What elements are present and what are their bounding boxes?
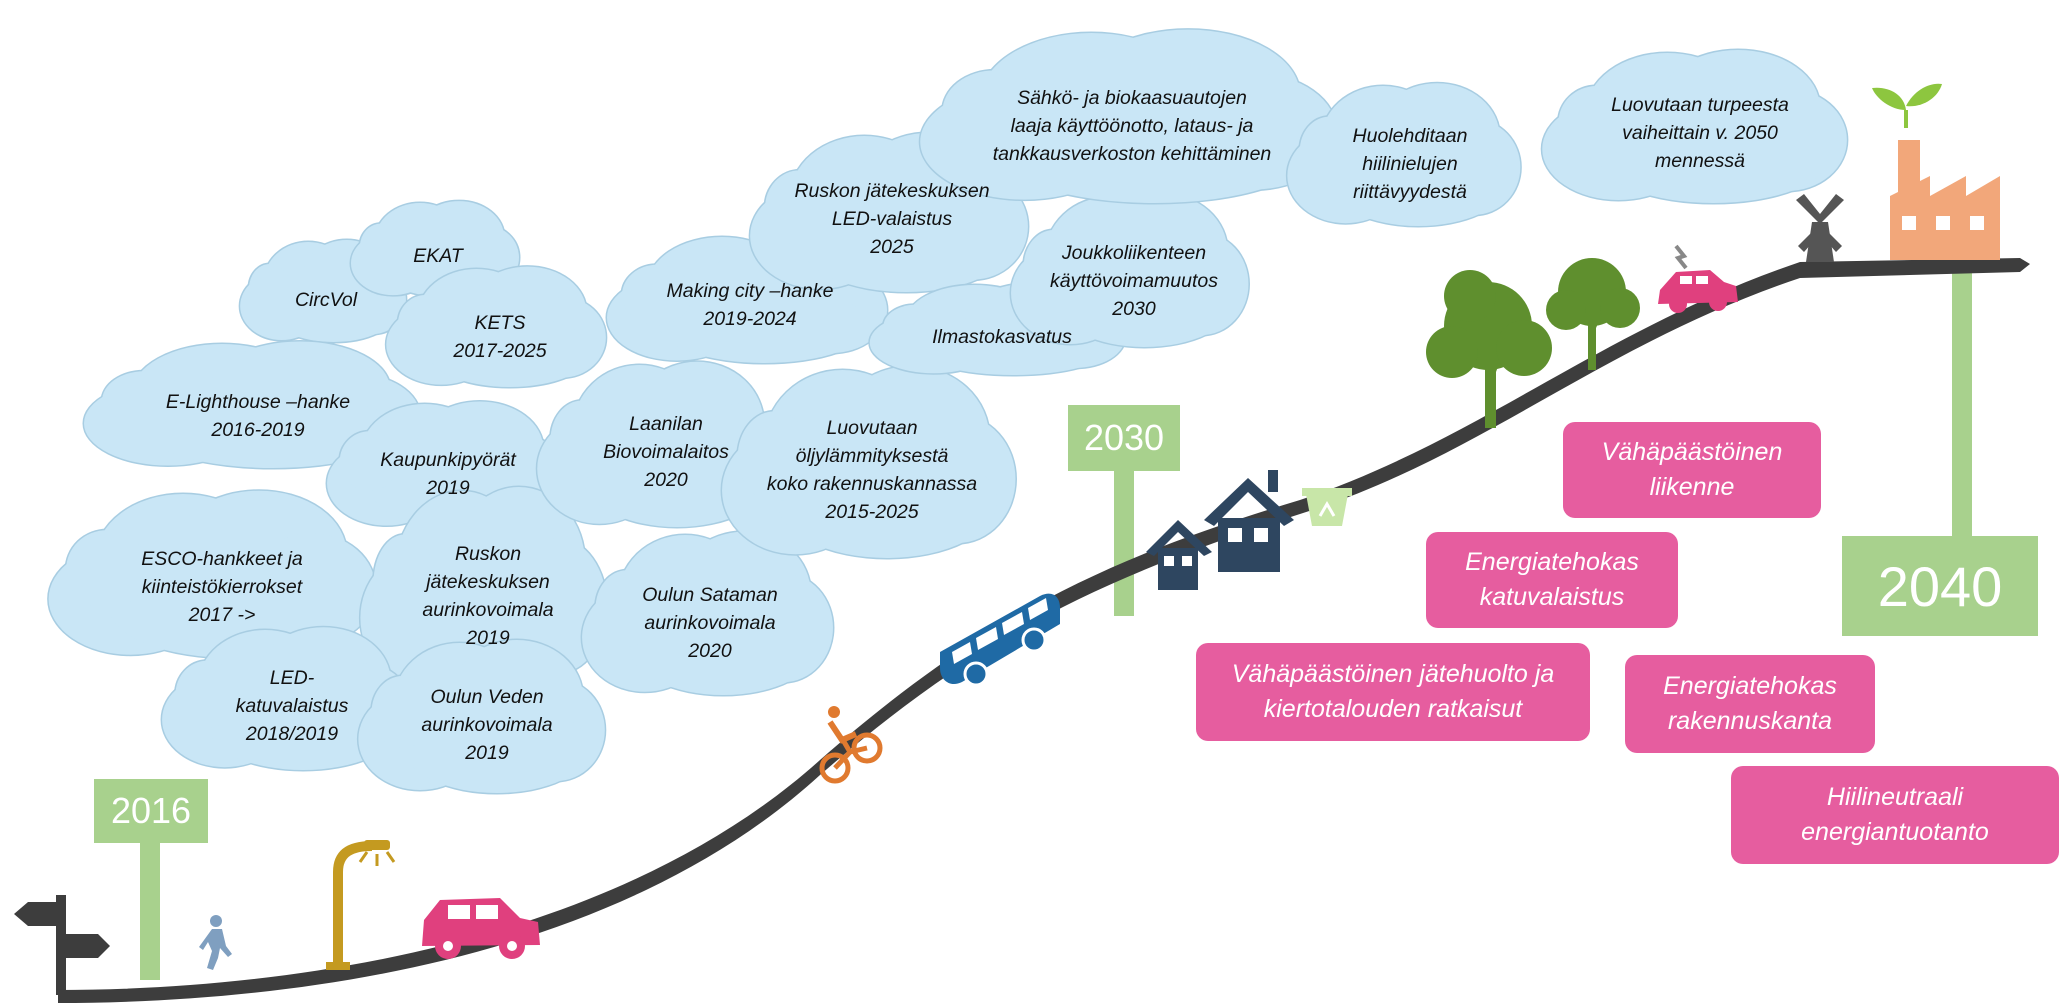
year-post-2040: [1952, 268, 1972, 548]
cloud-shape: [918, 28, 1339, 205]
cloud-hiilinielut: Huolehditaan hiilinielujen riittävyydest…: [1352, 125, 1468, 203]
electric-car-icon: [1658, 244, 1738, 313]
street-lamp-icon: [326, 840, 396, 970]
cloud-shape: [535, 360, 788, 529]
cloud-oulun-veden: Oulun Veden aurinkovoimala 2019: [421, 686, 553, 764]
bicycle-icon: [819, 706, 883, 784]
cloud-kaupunkipyorat: Kaupunkipyörät 2019: [380, 449, 516, 499]
year-marker-2016: 2016: [94, 779, 208, 843]
cloud-ekat: EKAT: [413, 245, 463, 267]
cloud-shape: [356, 638, 607, 795]
goal-energiatehokas-rakennuskanta: Energiatehokas rakennuskanta: [1625, 655, 1875, 753]
cloud-circvol: CircVol: [294, 289, 358, 311]
recycling-bin-icon: [1302, 488, 1352, 526]
year-post-2016: [140, 840, 160, 980]
cloud-led-katuvalaistus: LED- katuvalaistus 2018/2019: [235, 667, 349, 745]
houses-icon: [1146, 470, 1294, 590]
cloud-layer: [47, 28, 1849, 795]
pedestrian-icon: [199, 915, 232, 970]
cloud-ruskon-aurinkovoimala: Ruskon jätekeskuksen aurinkovoimala 2019: [422, 543, 554, 649]
year-marker-2040: 2040: [1842, 536, 2038, 636]
sprout-icon: [1872, 83, 1942, 128]
year-post-2030: [1114, 468, 1134, 616]
windmill-icon: [1796, 194, 1844, 262]
cloud-shape: [1009, 192, 1250, 349]
car-icon: [422, 898, 540, 959]
cloud-shape: [1540, 48, 1849, 205]
cloud-ruskon-led: Ruskon jätekeskuksen LED-valaistus 2025: [794, 180, 990, 258]
cloud-laanilan: Laanilan Biovoimalaitos 2020: [603, 413, 729, 491]
trees-icon: [1426, 258, 1640, 428]
goal-jatehuolto-kiertotalous: Vähäpäästöinen jätehuolto ja kiertotalou…: [1196, 643, 1590, 741]
cloud-oljylammitys: Luovutaan öljylämmityksestä koko rakennu…: [766, 417, 978, 523]
cloud-turve: Luovutaan turpeesta vaiheittain v. 2050 …: [1611, 94, 1789, 172]
year-marker-2030: 2030: [1068, 405, 1180, 471]
goal-vahapaastoinen-liikenne: Vähäpäästöinen liikenne: [1563, 422, 1821, 518]
cloud-ilmastokasvatus: Ilmastokasvatus: [932, 326, 1072, 348]
cloud-shape: [580, 530, 835, 697]
goal-hiilineutraali-energiantuotanto: Hiilineutraali energiantuotanto: [1731, 766, 2059, 864]
factory-icon: [1890, 140, 2000, 260]
goal-energiatehokas-katuvalaistus: Energiatehokas katuvalaistus: [1426, 532, 1678, 628]
cloud-oulun-sataman: Oulun Sataman aurinkovoimala 2020: [642, 584, 778, 662]
cloud-shape: [384, 265, 608, 389]
cloud-sahko-biokaasuautot: Sähkö- ja biokaasuautojen laaja käyttöön…: [992, 87, 1272, 165]
cloud-shape: [1285, 81, 1522, 228]
cloud-kets: KETS 2017-2025: [453, 312, 547, 362]
cloud-making-city: Making city –hanke 2019-2024: [666, 280, 834, 330]
cloud-esco: ESCO-hankkeet ja kiinteistökierrokset 20…: [141, 548, 303, 626]
cloud-joukkoliikenne: Joukkoliikenteen käyttövoimamuutos 2030: [1050, 242, 1218, 320]
cloud-shape: [720, 364, 1017, 560]
signpost-icon: [14, 895, 110, 995]
bus-icon: [940, 593, 1060, 687]
cloud-shape: [82, 340, 422, 470]
cloud-e-lighthouse: E-Lighthouse –hanke 2016-2019: [165, 391, 351, 441]
